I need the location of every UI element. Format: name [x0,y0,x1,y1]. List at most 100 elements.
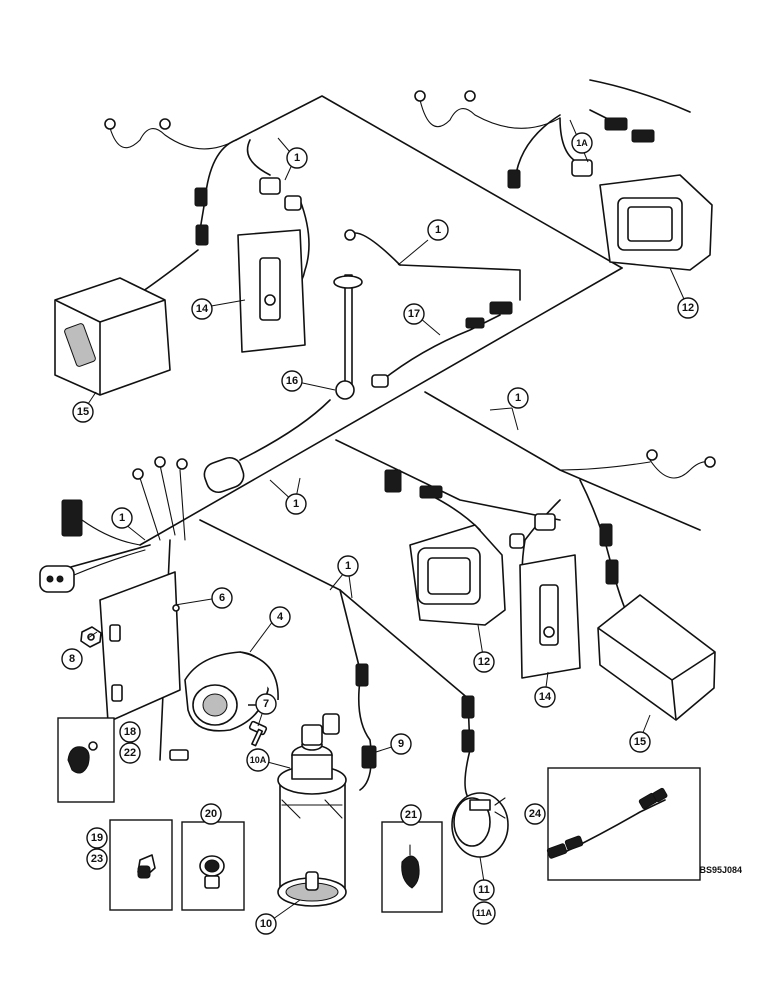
ring-terminals [104,90,716,480]
callout-7: 7 [255,693,277,715]
svg-text:24: 24 [529,808,542,820]
svg-text:21: 21 [405,809,417,821]
horn-11 [451,792,509,858]
callout-1a: 1A [571,132,593,154]
sensor-17 [371,317,485,388]
callout-1: 1 [285,493,307,515]
connector-plug [419,485,443,499]
callout-19: 19 [86,827,108,849]
svg-text:6: 6 [219,592,225,604]
svg-text:8: 8 [69,653,75,665]
callout-10a: 10A [246,748,270,772]
connector-housing [322,713,340,735]
svg-text:18: 18 [124,726,136,738]
connector-plug [195,224,209,246]
callout-1: 1 [286,147,308,169]
switch-14-top [237,229,306,353]
svg-text:1: 1 [515,392,521,404]
screw-7 [248,720,268,747]
inset-box-19-23 [109,819,173,911]
lamp-12-top-right [599,174,713,271]
callout-1: 1 [507,387,529,409]
svg-text:11A: 11A [476,908,493,918]
callout-17: 17 [403,303,425,325]
callout-12: 12 [473,651,495,673]
callout-10: 10 [255,913,277,935]
callout-15: 15 [629,731,651,753]
connector-housing [509,533,525,549]
svg-text:1: 1 [293,498,299,510]
connector-housing [284,195,302,211]
bracket-6 [99,571,181,723]
svg-text:9: 9 [398,738,404,750]
svg-text:7: 7 [263,698,269,710]
svg-text:11: 11 [478,884,490,896]
svg-text:15: 15 [634,736,646,748]
connector-plug [461,729,475,753]
callout-12: 12 [677,297,699,319]
svg-text:12: 12 [682,302,694,314]
svg-text:4: 4 [277,611,284,623]
callout-21: 21 [400,804,422,826]
inset-box-24 [546,767,701,881]
connector-plug [604,117,628,131]
svg-text:14: 14 [539,691,552,703]
lamp-15-lower-right [597,594,716,721]
connector-housing [571,159,593,177]
svg-text:1: 1 [435,224,441,236]
callout-4: 4 [269,606,291,628]
connector-housing [259,177,281,195]
connector-plug [194,187,208,207]
svg-text:15: 15 [77,406,89,418]
svg-text:1: 1 [294,152,300,164]
svg-text:12: 12 [478,656,490,668]
drawing-code: BS95J084 [699,865,742,875]
switch-14-lower [519,554,581,679]
callout-22: 22 [119,742,141,764]
svg-text:10: 10 [260,918,272,930]
inset-box-21 [381,821,443,913]
callout-8: 8 [61,648,83,670]
callout-16: 16 [281,370,303,392]
svg-text:14: 14 [196,303,209,315]
svg-text:17: 17 [408,308,420,320]
callout-11a: 11A [472,901,496,925]
callout-1: 1 [427,219,449,241]
connector-plug [489,301,513,315]
lamp-12-middle [409,524,506,626]
svg-text:1: 1 [119,512,125,524]
svg-text:19: 19 [91,832,103,844]
callouts: 1 1A 1 1 1 1 1 4 6 7 8 9 10A 10 11 11A 1… [61,132,699,935]
inset-box-18-22 [57,717,115,803]
callout-14: 14 [534,686,556,708]
connector-plug [631,129,655,143]
callout-24: 24 [524,803,546,825]
lamp-15-top-left [54,277,171,396]
multi-pin-connector [61,499,83,537]
callout-14: 14 [191,298,213,320]
connector-plug [355,663,369,687]
connector-housing [534,513,556,531]
connector-plug [507,169,521,189]
connector-plug [461,695,475,719]
sender-16 [203,274,363,494]
connector-plug [605,559,619,585]
callout-18: 18 [119,721,141,743]
callout-1: 1 [111,507,133,529]
connector-plug [361,745,377,769]
reservoir-10 [277,724,347,907]
callout-11: 11 [473,879,495,901]
callout-1: 1 [337,555,359,577]
connectors [39,117,655,769]
callout-15: 15 [72,401,94,423]
svg-text:1A: 1A [576,138,588,148]
horn-4 [169,651,279,761]
bolt-8 [80,626,102,648]
svg-text:16: 16 [286,375,298,387]
svg-text:10A: 10A [250,755,267,765]
connector-plug [384,469,402,493]
callout-20: 20 [200,803,222,825]
connector-plug [599,523,613,547]
callout-9: 9 [390,733,412,755]
